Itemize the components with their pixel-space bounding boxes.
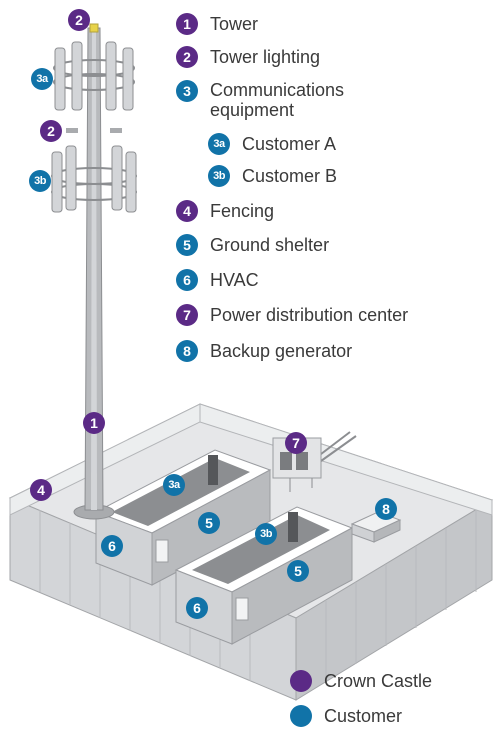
hvac-b-callout: 6 [186,597,208,619]
ground-shelter-b-callout: 5 [287,560,309,582]
legend-label: Backup generator [210,341,353,361]
legend-badge: 2 [176,46,198,68]
legend-label: Tower lighting [210,47,321,67]
legend-badge: 3b [208,165,230,187]
legend-item-power-distribution-center: 7 Power distribution center [176,301,408,329]
legend-label: Power distribution center [210,305,409,325]
legend-badge: 6 [176,269,198,291]
key-customer: Customer [290,703,490,729]
legend-item-customer-a: 3a Customer A [208,130,336,158]
legend-badge: 3 [176,80,198,102]
hvac-a-callout: 6 [101,535,123,557]
legend-label: Communications equipment [210,80,345,120]
power-distribution-callout: 7 [285,432,307,454]
legend-item-communications-equipment: 3 Communications equipment [176,80,344,124]
fencing-callout: 4 [30,479,52,501]
customer-b-antenna-callout: 3b [29,170,51,192]
key-crown-castle: Crown Castle [290,668,490,694]
legend-badge: 3a [208,133,230,155]
crown-castle-swatch [290,670,312,692]
shelter-b-customer-tag: 3b [255,523,277,545]
legend-badge: 1 [176,13,198,35]
backup-generator-callout: 8 [375,498,397,520]
legend-item-tower-lighting: 2 Tower lighting [176,43,320,71]
legend-item-backup-generator: 8 Backup generator [176,337,352,365]
customer-swatch [290,705,312,727]
shelter-a-customer-tag: 3a [163,474,185,496]
legend-label: Tower [210,14,259,34]
legend-item-customer-b: 3b Customer B [208,162,337,190]
legend-item-ground-shelter: 5 Ground shelter [176,231,329,259]
legend-label: HVAC [210,270,259,290]
tower-lighting-callout-top: 2 [68,9,90,31]
legend-item-hvac: 6 HVAC [176,266,259,294]
legend-badge: 8 [176,340,198,362]
legend-label: Customer B [242,166,338,186]
legend-label: Customer A [242,134,337,154]
legend-item-fencing: 4 Fencing [176,197,274,225]
legend-label: Ground shelter [210,235,330,255]
key-label: Crown Castle [324,671,433,691]
legend-badge: 4 [176,200,198,222]
ground-shelter-a-callout: 5 [198,512,220,534]
legend-badge: 7 [176,304,198,326]
tower-lighting-callout-mid: 2 [40,120,62,142]
legend-badge: 5 [176,234,198,256]
tower-callout: 1 [83,412,105,434]
key-label: Customer [324,706,403,726]
legend-label: Fencing [210,201,275,221]
tower-structure [51,23,137,520]
customer-a-antenna-callout: 3a [31,68,53,90]
legend-item-tower: 1 Tower [176,10,258,38]
